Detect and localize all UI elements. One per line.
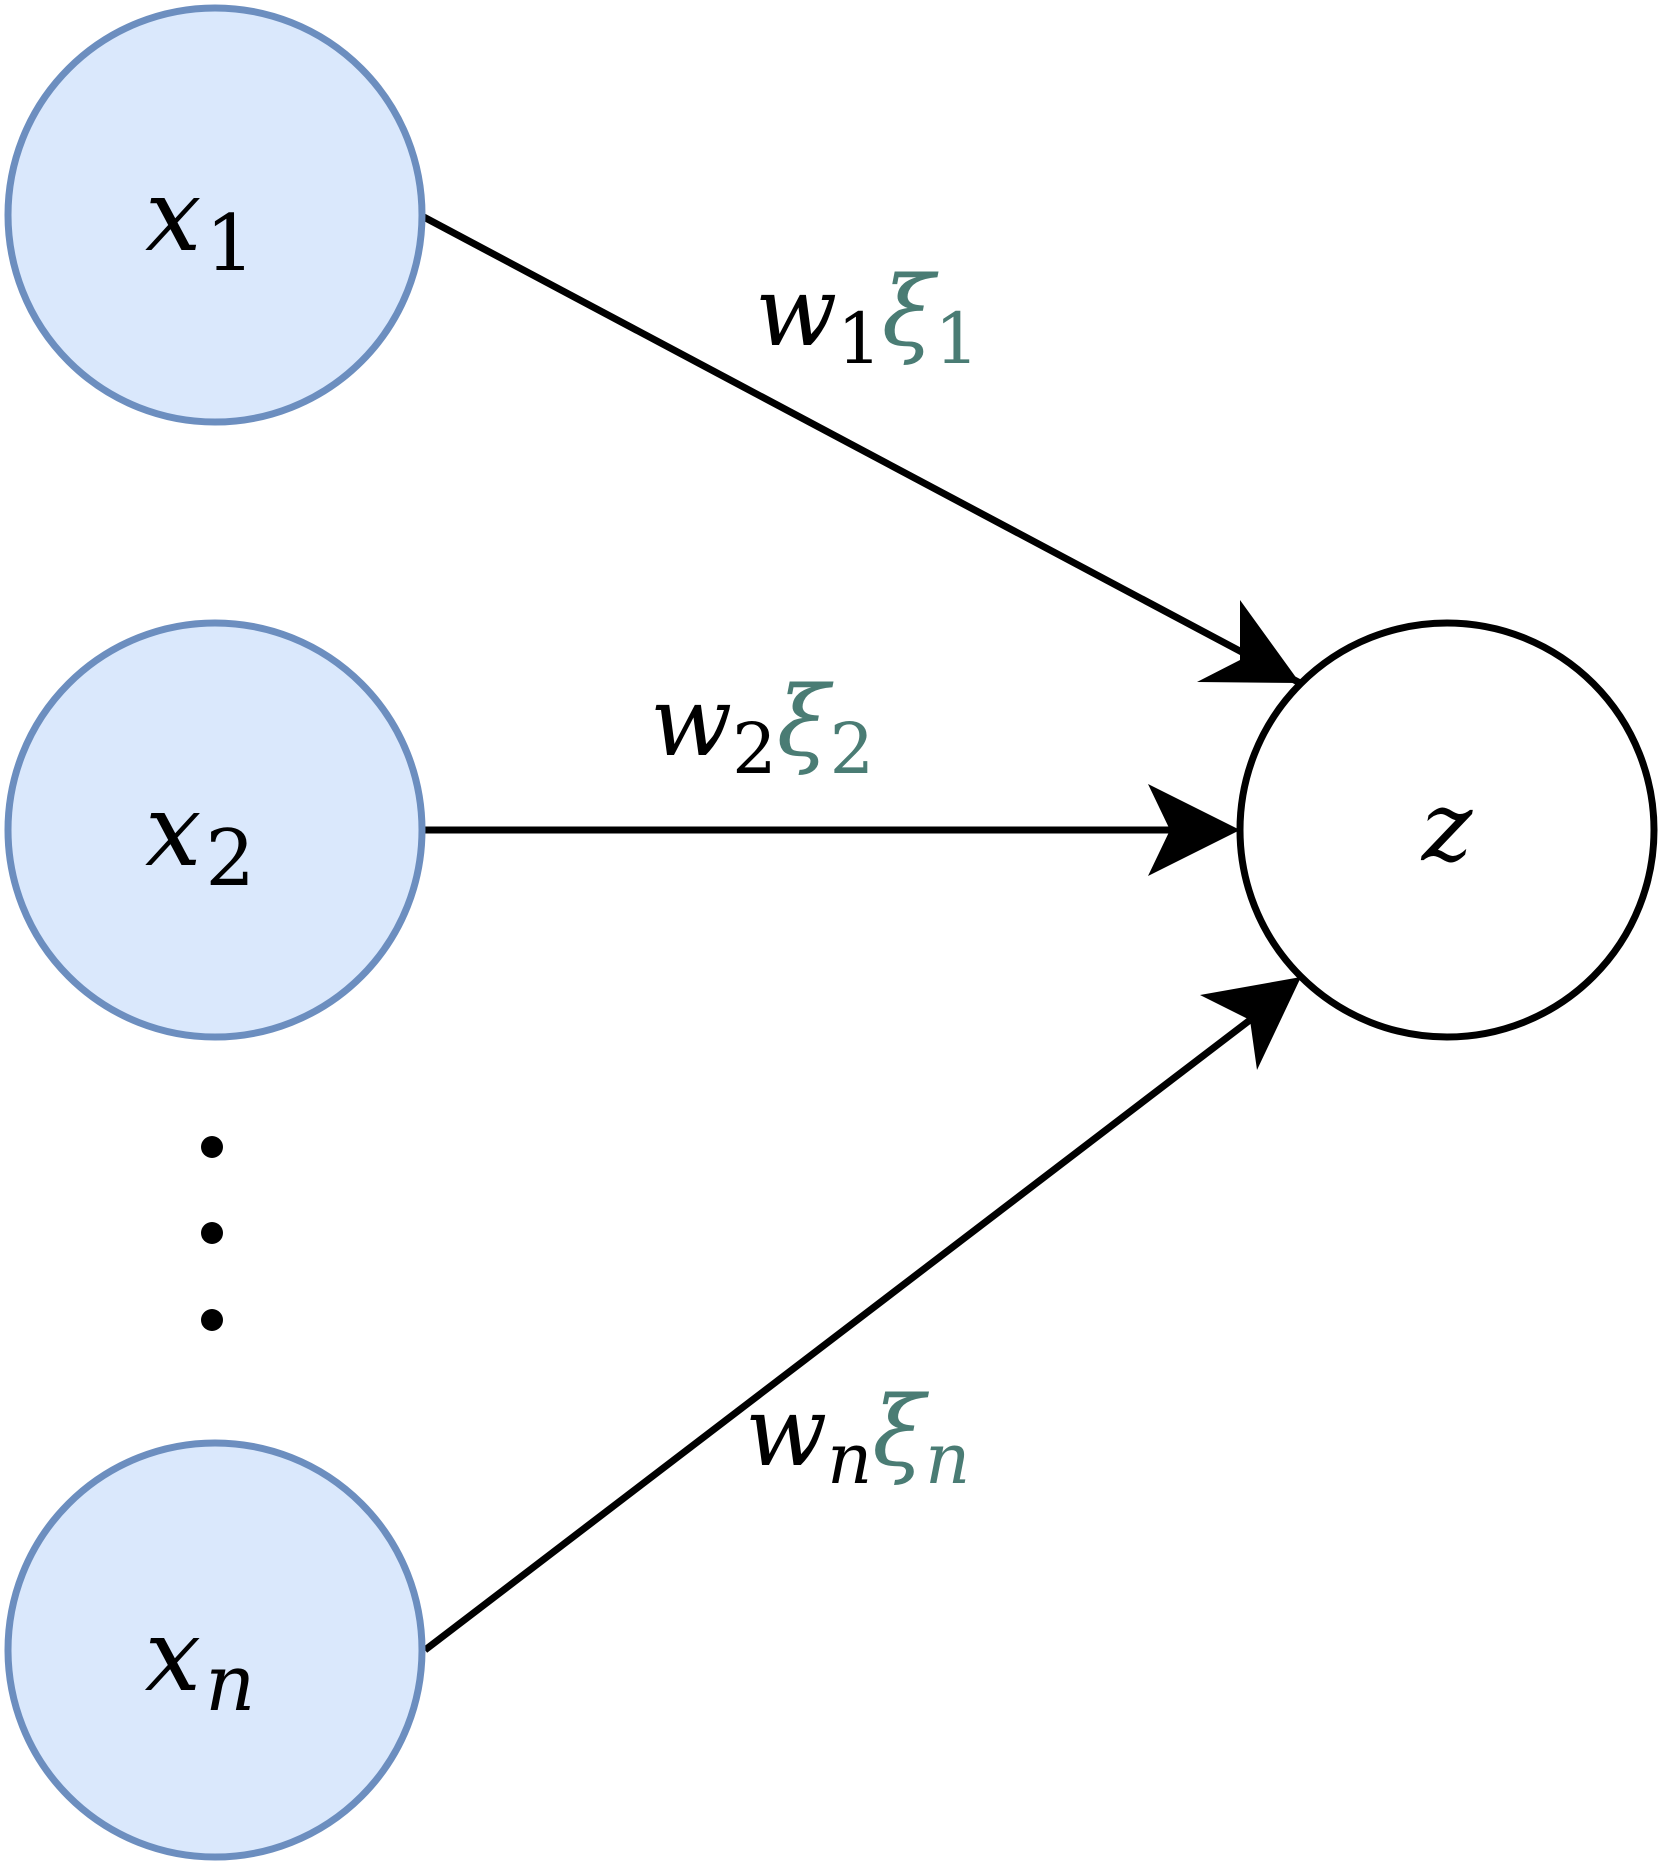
weight-w1: w <box>755 256 837 368</box>
input-node-x2: x2 <box>4 619 426 1041</box>
edge-label-n: wnξn <box>745 1376 970 1500</box>
edge-x1-z <box>418 211 1302 687</box>
input-circle-x1 <box>4 4 426 426</box>
input-circle-xn <box>4 1439 426 1861</box>
output-circle-z <box>1236 619 1658 1041</box>
edge-xn-z <box>422 1017 1253 1653</box>
ellipsis-dots <box>201 1136 223 1331</box>
arrowhead-x2-z <box>1148 784 1240 876</box>
input-label-xn: xn <box>145 1597 256 1729</box>
input-node-xn: xn <box>4 1439 426 1861</box>
ellipsis-dot-1 <box>201 1136 223 1158</box>
input-label-x2: x2 <box>145 772 255 904</box>
edge-label-1: w1ξ1 <box>755 256 979 380</box>
arrowhead-xn-z <box>1200 977 1301 1070</box>
output-label-z: z <box>1421 771 1474 883</box>
weight-wn: w <box>745 1376 827 1488</box>
input-node-x1: x1 <box>4 4 426 426</box>
ellipsis-dot-2 <box>201 1222 223 1244</box>
arrowhead-x1-z <box>1197 600 1300 683</box>
output-node-z: z <box>1236 619 1658 1041</box>
input-circle-x2 <box>4 619 426 1041</box>
edges <box>418 211 1302 1653</box>
input-label-x1: x1 <box>145 157 255 289</box>
edge-label-2: w2ξ2 <box>650 666 874 790</box>
ellipsis-dot-3 <box>201 1309 223 1331</box>
edge-labels: w1ξ1 w2ξ2 wnξn <box>650 256 979 1500</box>
weight-w2: w <box>650 666 732 778</box>
